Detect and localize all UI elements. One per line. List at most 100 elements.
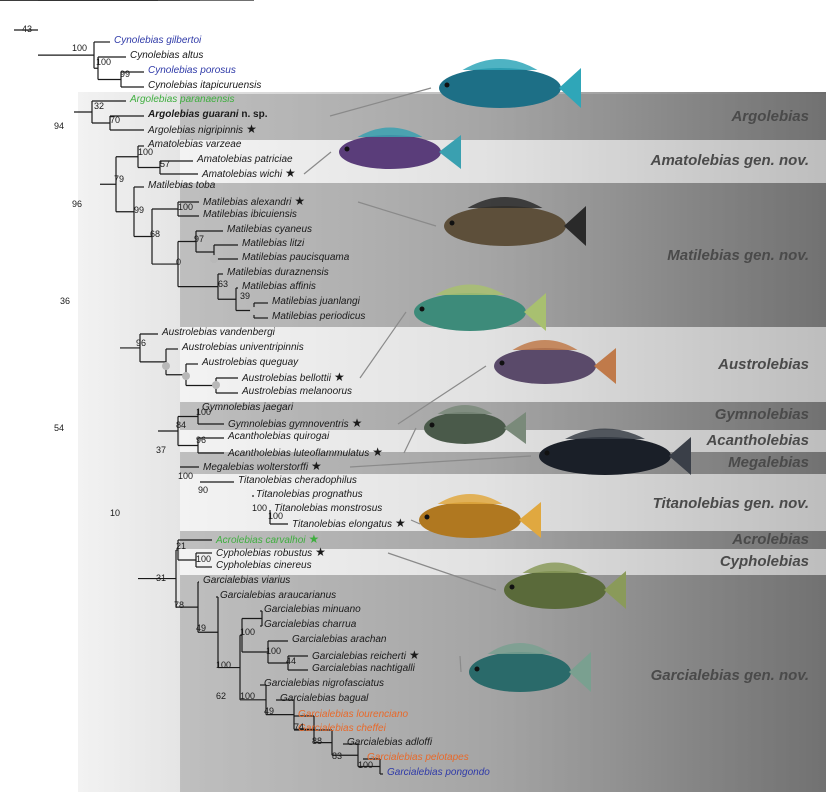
taxon-name: Titanolebias cheradophilus [238, 475, 357, 486]
taxon-label: Matilebias cyaneus [227, 224, 312, 236]
fish-dorsal-fin [565, 428, 645, 439]
fish-illustration [439, 59, 581, 108]
band-label-megalebias: Megalebias [728, 454, 809, 471]
fish-illustration [424, 405, 526, 444]
band-label-garcialebias: Garcialebias gen. nov. [650, 667, 809, 684]
taxon-name: Garcialebias nachtigalli [312, 663, 415, 674]
fish-eye [419, 306, 425, 312]
fish-body [339, 135, 441, 169]
fish-dorsal-fin [522, 562, 588, 573]
taxon-name: Garcialebias pongondo [387, 767, 490, 778]
fish-eye [344, 146, 350, 152]
taxon-label: Argolebias paranaensis [130, 94, 235, 106]
taxon-name: Austrolebias queguay [202, 357, 299, 368]
taxon-name: Garcialebias reicherti [312, 651, 406, 662]
node-marker [162, 362, 170, 370]
support-value: 100 [96, 57, 112, 67]
star-marker-icon: ★ [294, 194, 306, 208]
node-marker [210, 255, 218, 263]
fish-body [504, 571, 606, 609]
taxon-name: Amatolebias patriciae [197, 154, 293, 165]
taxon-label: Matilebias toba [148, 180, 215, 192]
fish-body [539, 437, 671, 475]
taxon-label: Austrolebias queguay [202, 357, 298, 369]
fish-eye [424, 514, 430, 520]
support-value: 83 [332, 751, 343, 761]
support-value: 49 [196, 623, 207, 633]
taxon-label: Matilebias juanlangi [272, 296, 360, 308]
node-marker [250, 307, 258, 315]
taxon-label: Acrolebias carvalhoi★ [216, 533, 319, 547]
support-value: 100 [266, 646, 282, 656]
taxon-label: Cynolebias itapicuruensis [148, 80, 261, 92]
support-value: 100 [72, 43, 88, 53]
band-label-cypholebias: Cypholebias [719, 553, 809, 570]
fish-body [444, 206, 566, 246]
node-marker [212, 381, 220, 389]
taxon-label: Austrolebias bellottii★ [242, 371, 345, 385]
support-value: 84 [176, 420, 187, 430]
fish-illustration [494, 340, 616, 384]
support-value: 32 [94, 101, 105, 111]
support-value: 100 [196, 554, 212, 564]
fish-tail [524, 293, 546, 331]
fish-body [494, 348, 596, 384]
support-value: 79 [114, 174, 125, 184]
fish-body [439, 68, 561, 108]
support-value: 36 [60, 296, 71, 306]
taxon-label: Garcialebias bagual [280, 693, 368, 705]
taxon-name: Argolebias nigripinnis [148, 125, 244, 136]
taxon-name: Amatolebias varzeae [148, 139, 242, 150]
fish-connector-line [359, 311, 407, 379]
taxon-name: Matilebias cyaneus [227, 224, 313, 235]
taxon-label: Garcialebias lourenciano [298, 709, 408, 721]
support-value: 100 [268, 511, 284, 521]
taxon-name: Argolebias paranaensis [130, 94, 235, 105]
fish-eye [449, 220, 455, 226]
fish-dorsal-fin [512, 340, 578, 350]
support-value: 99 [120, 69, 131, 79]
taxon-name: Matilebias periodicus [272, 311, 366, 322]
taxon-label: Matilebias alexandri★ [203, 195, 305, 209]
support-value: 99 [134, 205, 145, 215]
taxon-name: Acrolebias carvalhoi [216, 535, 306, 546]
taxon-name: Gymnolebias gymnoventris [228, 419, 349, 430]
taxon-name: Garcialebias arachan [292, 634, 387, 645]
band-label-argolebias: Argolebias [731, 108, 809, 125]
taxon-name: Garcialebias bagual [280, 693, 369, 704]
taxon-label: Garcialebias viarius [203, 575, 290, 587]
support-value: 57 [160, 159, 171, 169]
taxon-label: Acantholebias luteoflammulatus★ [228, 446, 383, 460]
taxon-label: Garcialebias araucarianus [220, 590, 336, 602]
taxon-label: Cynolebias porosus [148, 65, 236, 77]
support-value: 90 [198, 485, 209, 495]
taxon-name: Cynolebias itapicuruensis [148, 80, 262, 91]
support-value: 100 [252, 503, 268, 513]
taxon-name: Cynolebias gilbertoi [114, 35, 202, 46]
fish-dorsal-fin [437, 405, 493, 414]
support-value: 100 [178, 471, 194, 481]
taxon-label: Titanolebias cheradophilus [238, 475, 357, 487]
fish-dorsal-fin [435, 284, 505, 295]
taxon-name: Matilebias affinis [242, 281, 316, 292]
taxon-name: Austrolebias melanoorus [242, 386, 353, 397]
taxon-name: Titanolebias prognathus [256, 489, 363, 500]
taxon-name: Garcialebias araucarianus [220, 590, 337, 601]
taxon-label: Cypholebias cinereus [216, 560, 312, 572]
fish-eye [474, 666, 480, 672]
support-value: 0 [176, 257, 182, 267]
taxon-label: Argolebias nigripinnis★ [148, 123, 257, 137]
fish-illustration [539, 428, 691, 475]
taxon-label: Garcialebias pongondo [387, 767, 490, 779]
taxon-name: Austrolebias vandenbergi [162, 327, 275, 338]
taxon-suffix: n. sp. [238, 109, 268, 120]
fish-illustration [444, 197, 586, 246]
star-marker-icon: ★ [315, 545, 326, 559]
support-value: 63 [218, 279, 229, 289]
band-acrolebias [180, 531, 826, 549]
taxon-name: Gymnolebias jaegari [202, 402, 294, 413]
taxon-label: Garcialebias minuano [264, 604, 361, 616]
support-value: 10 [110, 508, 121, 518]
fish-body [414, 293, 526, 331]
